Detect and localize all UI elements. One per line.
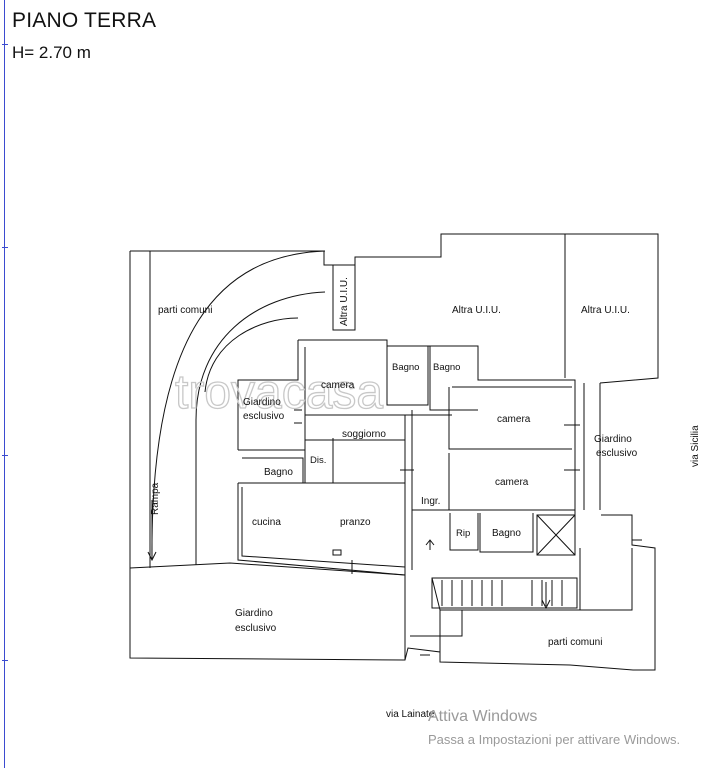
label-giardino-bottom-2: esclusivo xyxy=(235,623,277,634)
label-parti-comuni-bottom: parti comuni xyxy=(548,637,602,648)
label-bagno-top-left: Bagno xyxy=(392,362,419,373)
label-camera-right-bottom: camera xyxy=(495,477,529,488)
label-via-lainate: via Lainate xyxy=(386,709,435,720)
windows-activation-title: Attiva Windows xyxy=(428,708,538,725)
label-giardino-left-1: Giardino xyxy=(243,397,281,408)
label-via-sicilia: via Sicilia xyxy=(690,425,701,467)
label-giardino-right-2: esclusivo xyxy=(596,448,638,459)
label-parti-comuni-top: parti comuni xyxy=(158,305,212,316)
label-soggiorno: soggiorno xyxy=(342,429,386,440)
label-bagno-right: Bagno xyxy=(492,528,521,539)
plan-marks xyxy=(147,409,642,656)
left-edge-tick xyxy=(2,455,8,456)
label-altra-uiu-right: Altra U.I.U. xyxy=(581,305,630,316)
label-ingr: Ingr. xyxy=(421,496,440,507)
windows-activation-subtitle: Passa a Impostazioni per attivare Window… xyxy=(428,732,681,747)
label-giardino-bottom-1: Giardino xyxy=(235,608,273,619)
label-camera-left: camera xyxy=(321,380,355,391)
left-edge-line xyxy=(4,0,5,768)
label-altra-uiu-center: Altra U.I.U. xyxy=(452,305,501,316)
watermark-text: trovacasa xyxy=(175,366,383,419)
label-pranzo: pranzo xyxy=(340,517,371,528)
label-bagno-left: Bagno xyxy=(264,467,293,478)
label-camera-right-top: camera xyxy=(497,414,531,425)
left-edge-tick xyxy=(2,660,8,661)
label-altra-uiu-vertical: Altra U.I.U. xyxy=(339,277,350,326)
label-bagno-top-right: Bagno xyxy=(433,362,460,373)
plan-title: PIANO TERRA xyxy=(12,9,157,32)
height-label: H= 2.70 m xyxy=(12,43,91,62)
label-rampa: Rampa xyxy=(150,482,161,515)
label-giardino-right-1: Giardino xyxy=(594,434,632,445)
label-dis: Dis. xyxy=(310,455,326,466)
plan-walls xyxy=(129,233,659,671)
label-giardino-left-2: esclusivo xyxy=(243,411,285,422)
left-edge-tick xyxy=(2,44,8,45)
label-cucina: cucina xyxy=(252,517,281,528)
label-rip: Rip xyxy=(456,528,470,539)
left-edge-tick xyxy=(2,247,8,248)
